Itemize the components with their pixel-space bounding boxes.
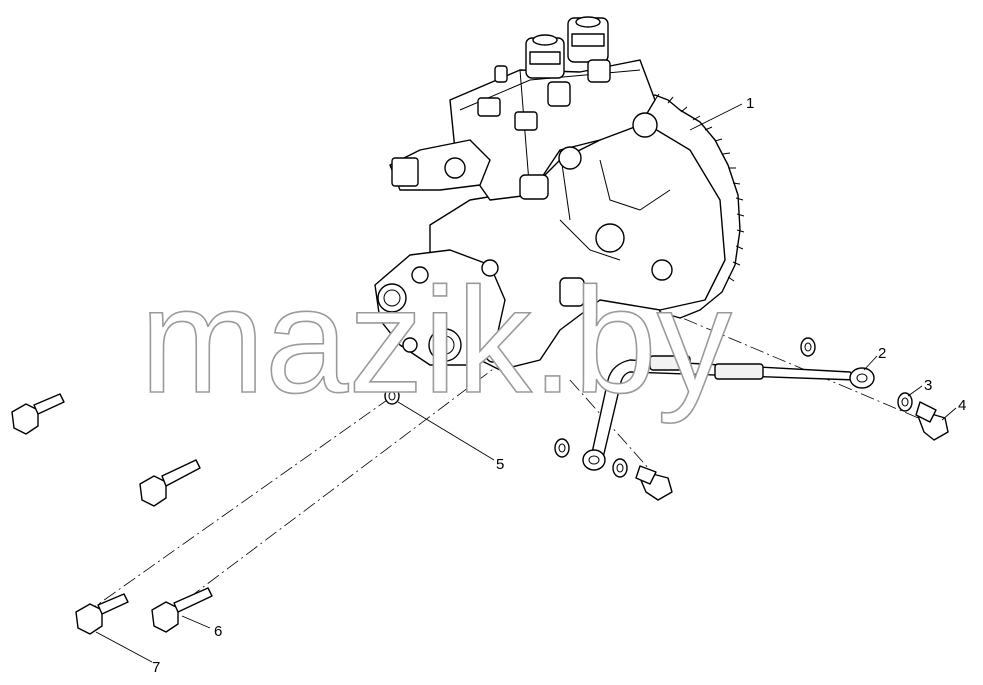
callout-7: 7 <box>152 659 160 676</box>
bolt-part-7 <box>75 593 129 635</box>
mounting-bolts <box>11 393 213 635</box>
bolt-part-6 <box>151 587 213 633</box>
callout-1: 1 <box>746 95 754 112</box>
bolt-left-top <box>11 393 65 435</box>
callout-2: 2 <box>878 345 886 362</box>
callout-5: 5 <box>496 456 504 473</box>
pump-head-block <box>449 59 656 201</box>
fuel-pump-assembly <box>374 16 745 371</box>
callout-6: 6 <box>214 623 222 640</box>
watermark-text: mazik.by <box>140 256 732 424</box>
callout-leaders <box>95 103 957 663</box>
fuel-pipe-assembly <box>582 355 875 471</box>
callout-labels: 1 2 3 4 5 6 7 <box>152 95 966 676</box>
sealing-washers <box>554 337 913 478</box>
callout-3: 3 <box>924 377 932 394</box>
banjo-bolts <box>635 401 949 501</box>
pump-left-valve <box>389 139 491 191</box>
plug <box>384 387 400 405</box>
pump-front-flange <box>374 249 506 366</box>
bolt-left-middle <box>139 459 201 507</box>
callout-4: 4 <box>958 397 966 414</box>
pump-outlet-fittings <box>494 16 611 107</box>
